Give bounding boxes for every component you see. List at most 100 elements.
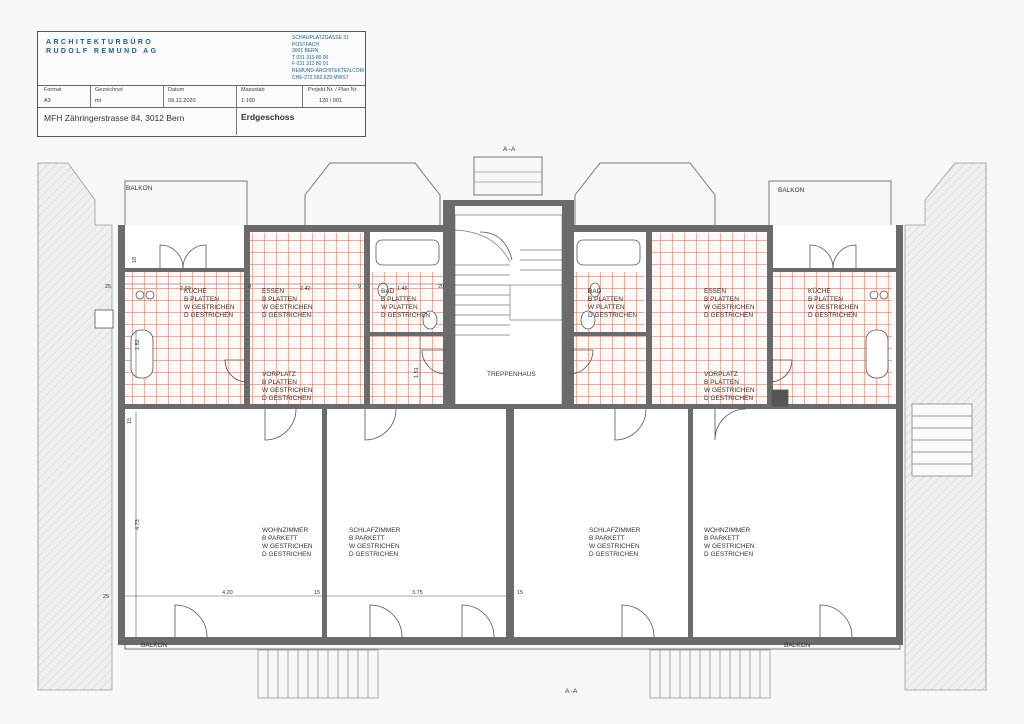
- svg-text:W GESTRICHEN: W GESTRICHEN: [184, 304, 235, 311]
- svg-text:W GESTRICHEN: W GESTRICHEN: [349, 543, 400, 550]
- svg-text:B PARKETT: B PARKETT: [589, 535, 625, 542]
- svg-text:B PLATTEN: B PLATTEN: [262, 296, 297, 303]
- plan-number-value: 120 / 001: [319, 98, 342, 104]
- section-mark-top: A -A: [503, 146, 516, 153]
- svg-text:D GESTRICHEN: D GESTRICHEN: [589, 551, 638, 558]
- dimension-lines: [125, 283, 506, 637]
- svg-text:D GESTRICHEN: D GESTRICHEN: [381, 312, 430, 319]
- exterior-stairs-right: [649, 649, 771, 699]
- exterior-stairs-left: [257, 649, 379, 699]
- svg-text:W GESTRICHEN: W GESTRICHEN: [262, 387, 313, 394]
- svg-text:W GESTRICHEN: W GESTRICHEN: [704, 387, 755, 394]
- date-header: Datum: [168, 87, 185, 93]
- title-divider: [302, 85, 303, 107]
- dim-label: 4.73: [135, 519, 141, 530]
- entry-right-floor: [569, 336, 649, 404]
- plan-number-header: Projekt.Nr. / Plan Nr.: [308, 87, 358, 93]
- neighbour-building-left: [37, 162, 113, 691]
- svg-text:W GESTRICHEN: W GESTRICHEN: [589, 543, 640, 550]
- svg-text:D GESTRICHEN: D GESTRICHEN: [704, 551, 753, 558]
- svg-text:SCHLAFZIMMER: SCHLAFZIMMER: [589, 527, 641, 534]
- entrance-steps: [473, 156, 543, 196]
- title-divider: [38, 107, 365, 108]
- dim-label: 9: [248, 284, 251, 290]
- format-value: A3: [44, 98, 51, 104]
- svg-text:B PLATTEN: B PLATTEN: [588, 296, 623, 303]
- svg-text:W PLATTEN: W PLATTEN: [588, 304, 625, 311]
- scale-header: Massstab: [241, 87, 265, 93]
- title-divider: [163, 85, 164, 107]
- room-label-bath-right: BAD B PLATTEN W PLATTEN D GESTRICHEN: [588, 288, 637, 319]
- walls: [118, 200, 903, 645]
- svg-text:W GESTRICHEN: W GESTRICHEN: [808, 304, 859, 311]
- staircase: [454, 214, 563, 406]
- dim-label: 25: [105, 284, 111, 290]
- svg-text:B PARKETT: B PARKETT: [704, 535, 740, 542]
- svg-text:WOHNZIMMER: WOHNZIMMER: [704, 527, 751, 534]
- svg-text:B PARKETT: B PARKETT: [349, 535, 385, 542]
- room-label-entry-right: VORPLATZ B PLATTEN W GESTRICHEN D GESTRI…: [704, 371, 755, 402]
- section-mark-bottom: A -A: [565, 688, 578, 695]
- doors: [159, 231, 857, 638]
- room-label-kitchen-right: KÜCHE B PLATTEN W GESTRICHEN D GESTRICHE…: [808, 287, 859, 319]
- svg-text:KÜCHE: KÜCHE: [808, 287, 831, 295]
- sanitary-fixtures: [94, 239, 889, 407]
- format-header: Format: [44, 87, 62, 93]
- svg-text:W GESTRICHEN: W GESTRICHEN: [262, 304, 313, 311]
- balcony-label-bottom-left: BALKON: [141, 642, 168, 649]
- stairwell-label: TREPPENHAUS: [487, 371, 536, 378]
- room-label-living-left: WOHNZIMMER B PARKETT W GESTRICHEN D GEST…: [262, 527, 313, 558]
- svg-text:D GESTRICHEN: D GESTRICHEN: [262, 551, 311, 558]
- dim-label: 1.82: [135, 339, 141, 350]
- svg-text:W PLATTEN: W PLATTEN: [381, 304, 418, 311]
- drawn-by-header: Gezeichnet: [95, 87, 123, 93]
- svg-text:BAD: BAD: [381, 288, 395, 295]
- room-label-bath-left: BAD B PLATTEN W PLATTEN D GESTRICHEN: [381, 288, 430, 319]
- svg-text:D GESTRICHEN: D GESTRICHEN: [262, 395, 311, 402]
- scale-value: 1:100: [241, 98, 255, 104]
- svg-text:B PLATTEN: B PLATTEN: [808, 296, 843, 303]
- svg-text:VORPLATZ: VORPLATZ: [262, 371, 296, 378]
- svg-text:B PARKETT: B PARKETT: [262, 535, 298, 542]
- room-label-kitchen-left: KÜCHE B PLATTEN W GESTRICHEN D GESTRICHE…: [184, 287, 235, 319]
- dim-label: 4.20: [222, 590, 233, 596]
- svg-text:KÜCHE: KÜCHE: [184, 287, 207, 295]
- dining-right-floor: [649, 233, 767, 404]
- svg-text:D GESTRICHEN: D GESTRICHEN: [808, 312, 857, 319]
- dimension-labels: 2.60 2.42 1.46 25 9 9 20 18 15 1.82 1.51…: [103, 257, 523, 600]
- svg-text:B PLATTEN: B PLATTEN: [381, 296, 416, 303]
- firm-name: ARCHITEKTURBÜRO RUDOLF REMUND AG: [46, 39, 159, 55]
- bay-window-right: [574, 162, 716, 225]
- dim-label: 20: [438, 284, 444, 290]
- plan-name: Erdgeschoss: [241, 112, 295, 122]
- svg-text:B PLATTEN: B PLATTEN: [704, 379, 739, 386]
- room-label-dining-left: ESSEN B PLATTEN W GESTRICHEN D GESTRICHE…: [262, 288, 313, 319]
- entry-left-floor: [368, 336, 446, 404]
- title-divider: [236, 85, 237, 135]
- dim-label: 9: [358, 284, 361, 290]
- balcony-label-top-right: BALKON: [778, 187, 805, 194]
- svg-text:VORPLATZ: VORPLATZ: [704, 371, 738, 378]
- dim-label: 15: [127, 418, 133, 424]
- svg-text:B PLATTEN: B PLATTEN: [184, 296, 219, 303]
- svg-text:B PLATTEN: B PLATTEN: [262, 379, 297, 386]
- dim-label: 2.60: [180, 286, 191, 292]
- room-label-entry-left: VORPLATZ B PLATTEN W GESTRICHEN D GESTRI…: [262, 371, 313, 402]
- svg-text:D GESTRICHEN: D GESTRICHEN: [704, 312, 753, 319]
- bay-window-left: [304, 162, 441, 225]
- project-name: MFH Zähringerstrasse 84, 3012 Bern: [44, 113, 185, 123]
- title-block: ARCHITEKTURBÜRO RUDOLF REMUND AG SCHAUPL…: [37, 31, 366, 137]
- exterior-stairs-east: [911, 403, 973, 477]
- svg-text:D GESTRICHEN: D GESTRICHEN: [704, 395, 753, 402]
- svg-text:BAD: BAD: [588, 288, 602, 295]
- room-label-bedroom-left: SCHLAFZIMMER B PARKETT W GESTRICHEN D GE…: [349, 527, 401, 558]
- svg-text:B PLATTEN: B PLATTEN: [704, 296, 739, 303]
- svg-text:D GESTRICHEN: D GESTRICHEN: [349, 551, 398, 558]
- svg-text:W GESTRICHEN: W GESTRICHEN: [262, 543, 313, 550]
- balcony-label-top-left: BALKON: [126, 185, 153, 192]
- svg-text:WOHNZIMMER: WOHNZIMMER: [262, 527, 309, 534]
- room-label-bedroom-right: SCHLAFZIMMER B PARKETT W GESTRICHEN D GE…: [589, 527, 641, 558]
- dim-label: 3.75: [412, 590, 423, 596]
- room-label-living-right: WOHNZIMMER B PARKETT W GESTRICHEN D GEST…: [704, 527, 755, 558]
